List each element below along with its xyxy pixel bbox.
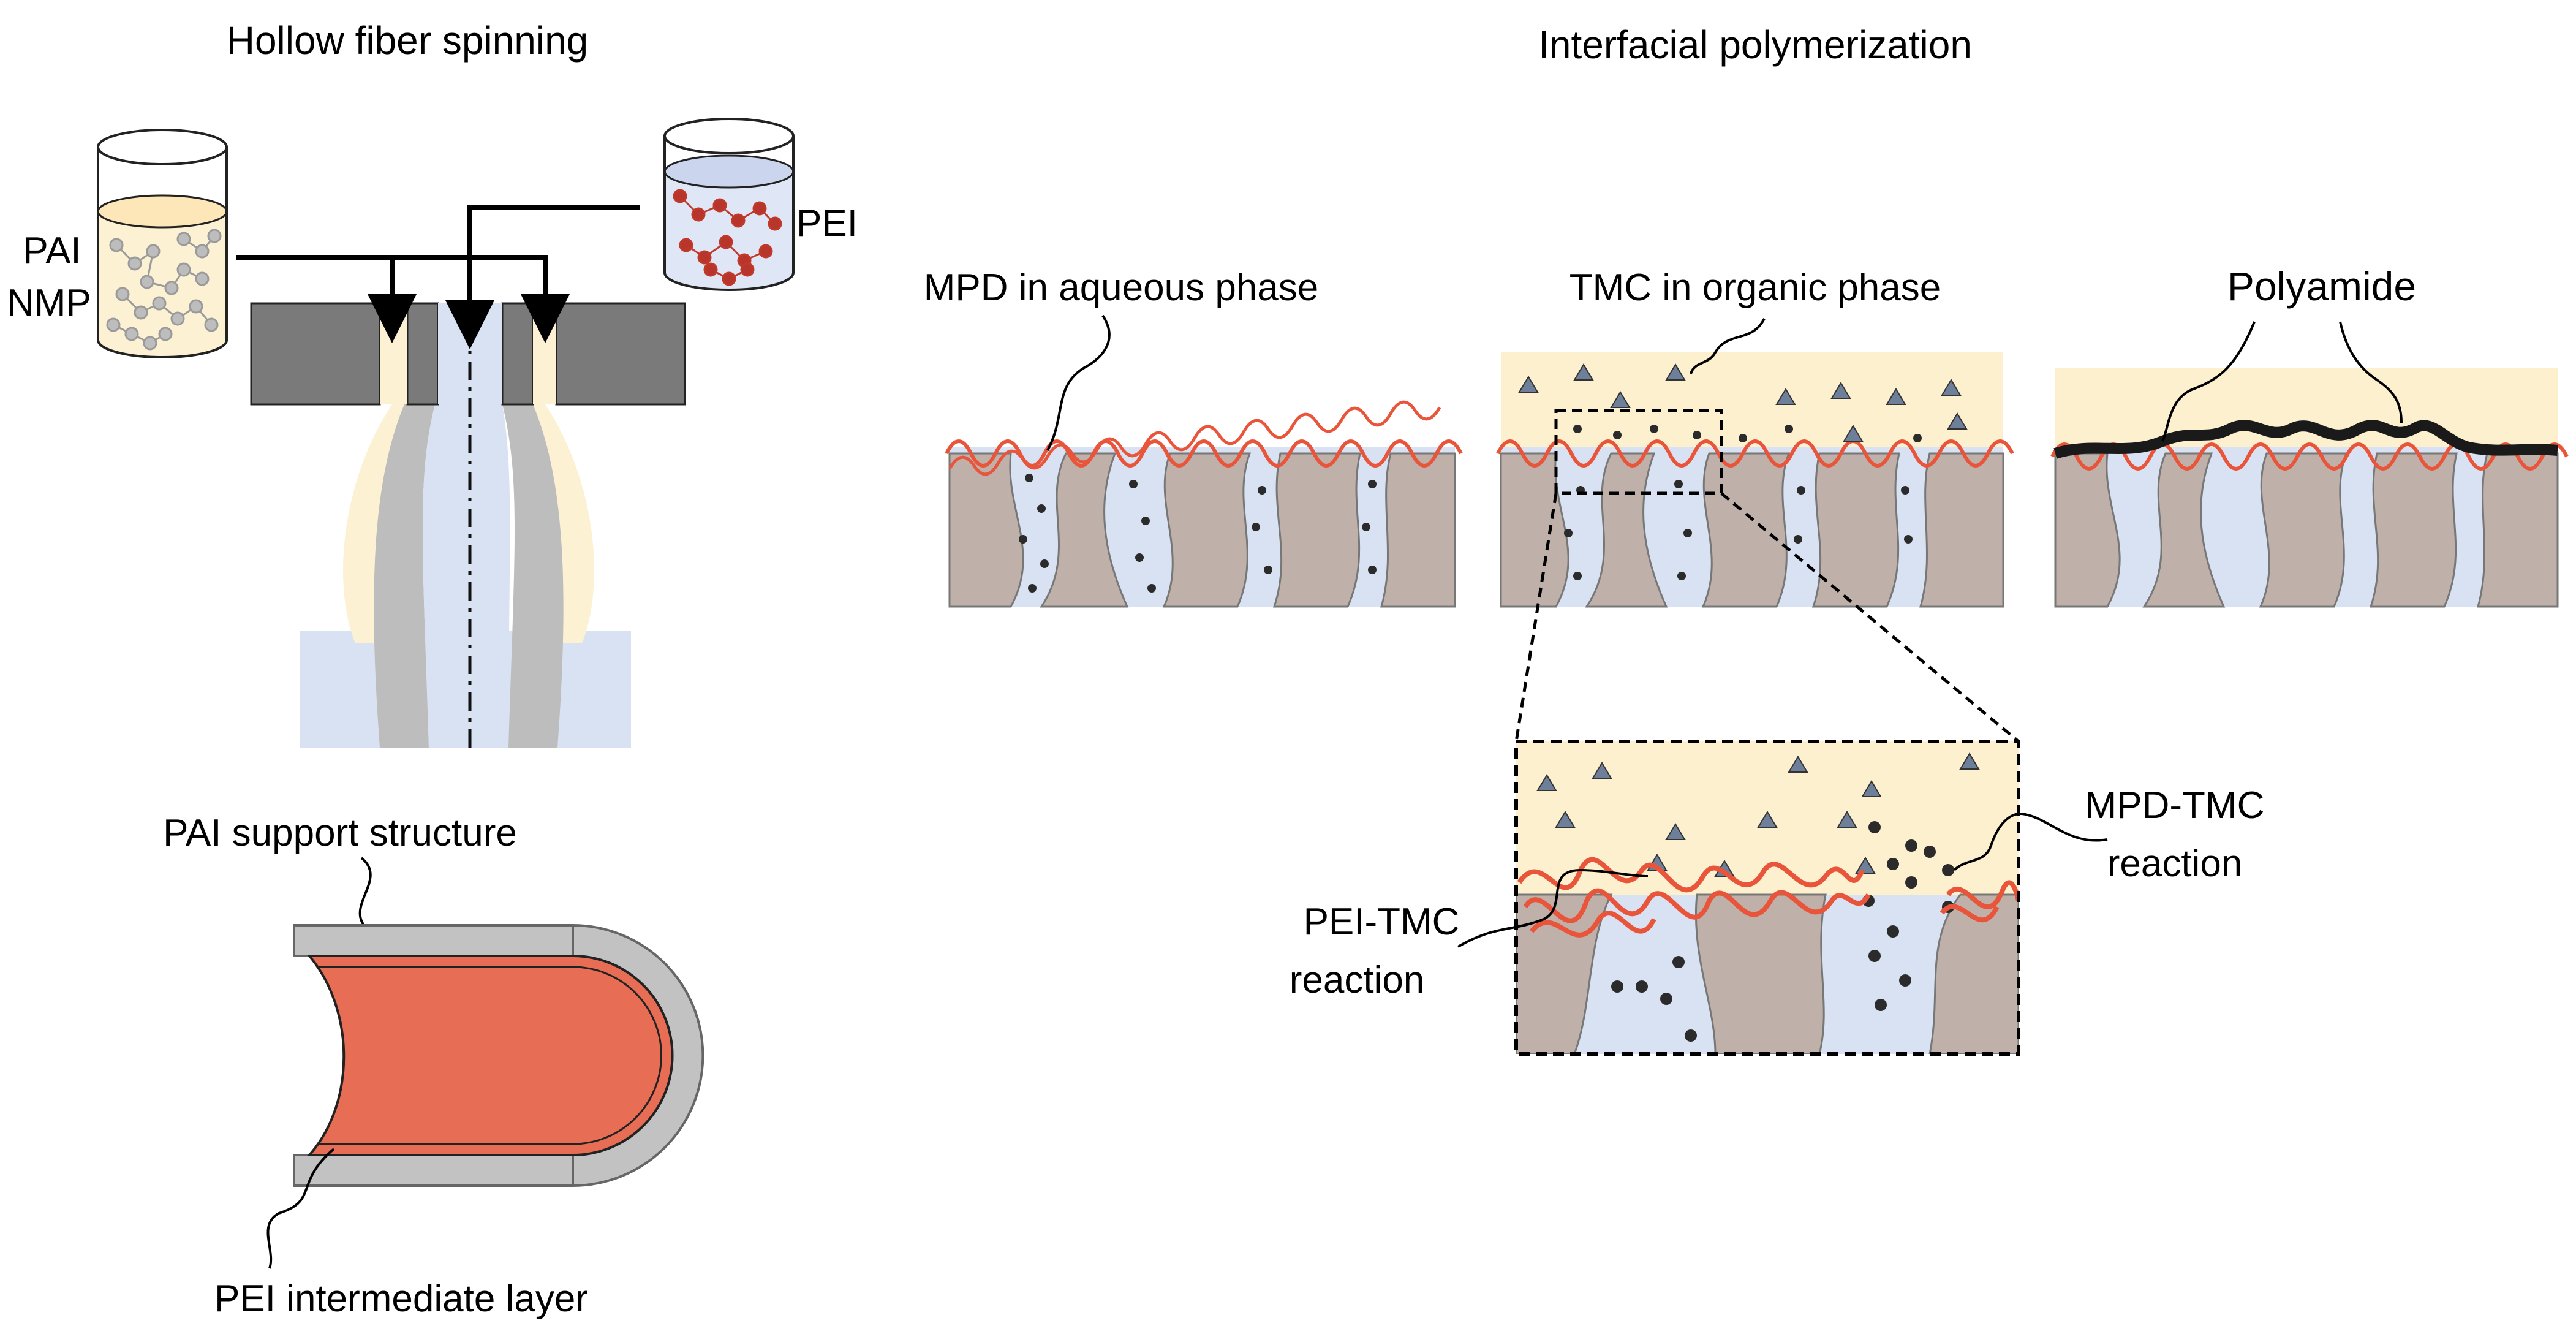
spinning-title: Hollow fiber spinning	[227, 18, 589, 63]
feed-lines	[236, 205, 640, 349]
membrane-mpd	[945, 400, 1463, 608]
magnify-box	[1554, 409, 1723, 495]
pai-beaker-icon	[97, 129, 228, 358]
pei-tmc-label-1: PEI-TMC	[1304, 901, 1460, 943]
magnified-frame	[1514, 740, 2020, 1056]
pai-polymer-chains	[106, 229, 222, 351]
hollow-fiber	[293, 924, 704, 1187]
tmc-label: TMC in organic phase	[1569, 267, 1941, 309]
tmc-leader	[1690, 318, 1766, 374]
pei-beaker-icon	[663, 118, 795, 291]
mpd-label: MPD in aqueous phase	[924, 267, 1319, 309]
ip-title: Interfacial polymerization	[1538, 23, 1972, 67]
intermediate-leader	[266, 1148, 335, 1269]
membrane-polyamide	[2050, 368, 2569, 608]
membrane-tmc	[1496, 352, 2014, 608]
intermediate-label: PEI intermediate layer	[214, 1278, 588, 1320]
pai-label: PAI	[23, 230, 81, 272]
mpd-tmc-leader	[1953, 813, 2108, 871]
pei-label: PEI	[796, 202, 858, 244]
pei-tmc-leader	[1457, 868, 1649, 948]
polyamide-leader-1	[2161, 321, 2256, 442]
support-label: PAI support structure	[163, 812, 517, 854]
pei-polymer-chains	[673, 189, 782, 286]
nmp-label: NMP	[7, 282, 91, 324]
fiber-panel: PAI support structure PEI intermediate l…	[163, 812, 704, 1320]
mpd-tmc-label-2: reaction	[2107, 843, 2243, 885]
mpd-tmc-label-1: MPD-TMC	[2085, 784, 2265, 827]
spinning-panel: Hollow fiber spinning	[7, 18, 858, 748]
polyamide-label: Polyamide	[2227, 263, 2416, 309]
magnified-view	[1516, 741, 2019, 1054]
pei-tmc-label-2: reaction	[1290, 959, 1425, 1001]
ip-panel: Interfacial polymerization MPD in aqueou…	[924, 23, 2569, 1056]
mpd-leader	[1046, 314, 1111, 451]
spinneret-icon	[250, 288, 686, 748]
polyamide-leader-2	[2339, 321, 2403, 423]
